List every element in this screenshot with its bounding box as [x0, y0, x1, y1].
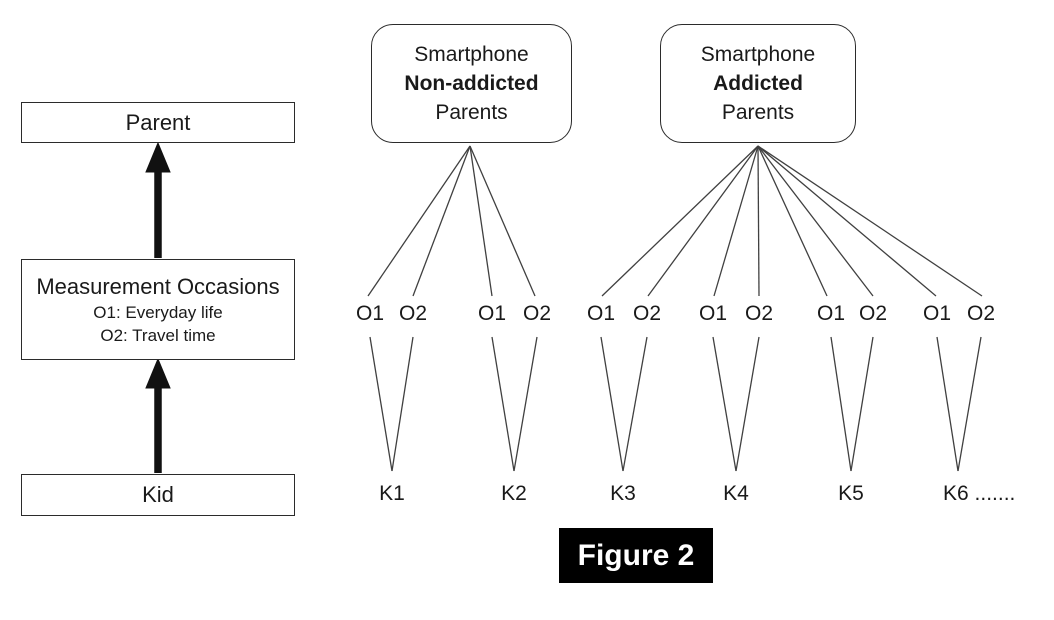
group-emphasis: Non-addicted: [404, 72, 539, 95]
kid-label-k5: K5: [838, 482, 864, 505]
occasion-label-k3-o1: O1: [586, 302, 616, 325]
kid-box: Kid: [21, 474, 295, 516]
occasion-label-k4-o1: O1: [698, 302, 728, 325]
group-line1: Smartphone: [700, 43, 816, 66]
measurement-occasions-box: Measurement Occasions O1: Everyday life …: [21, 259, 295, 360]
occasion-label-k6-o2: O2: [966, 302, 996, 325]
figure-caption: Figure 2: [559, 528, 713, 583]
occasion-label-k3-o2: O2: [632, 302, 662, 325]
occasion-label-k5-o2: O2: [858, 302, 888, 325]
occasion2-definition: O2: Travel time: [100, 325, 216, 345]
kid-box-label: Kid: [142, 482, 174, 507]
occasion-to-kid-lines: [369, 336, 982, 472]
occasion-label-k2-o2: O2: [522, 302, 552, 325]
up-arrow-occasions-to-parent: [145, 141, 171, 258]
kid-label-k4: K4: [723, 482, 749, 505]
kid-label-k1: K1: [379, 482, 405, 505]
figure-caption-text: Figure 2: [577, 538, 695, 572]
group-line1: Smartphone: [414, 43, 529, 66]
fan-addicted-parents: [601, 145, 983, 297]
group-box-nonaddicted-parents: Smartphone Non-addicted Parents: [371, 24, 572, 143]
kid-label-k3: K3: [610, 482, 636, 505]
kid-label-k2: K2: [501, 482, 527, 505]
group-emphasis: Addicted: [713, 72, 803, 95]
parent-box: Parent: [21, 102, 295, 143]
measurement-occasions-title: Measurement Occasions: [36, 273, 280, 299]
parent-box-label: Parent: [125, 109, 191, 135]
occasion-label-k1-o1: O1: [355, 302, 385, 325]
occasion1-definition: O1: Everyday life: [93, 302, 223, 322]
occasion-label-k1-o2: O2: [398, 302, 428, 325]
occasion-label-k6-o1: O1: [922, 302, 952, 325]
group-line3: Parents: [721, 101, 795, 124]
up-arrow-kid-to-occasions: [145, 357, 171, 473]
occasion-label-k2-o1: O1: [477, 302, 507, 325]
group-box-addicted-parents: Smartphone Addicted Parents: [660, 24, 856, 143]
fan-nonaddicted-parents: [367, 145, 536, 297]
occasion-label-k5-o1: O1: [816, 302, 846, 325]
kid-label-k6: K6 .......: [943, 482, 1016, 505]
occasion-label-k4-o2: O2: [744, 302, 774, 325]
group-line3: Parents: [435, 101, 508, 124]
